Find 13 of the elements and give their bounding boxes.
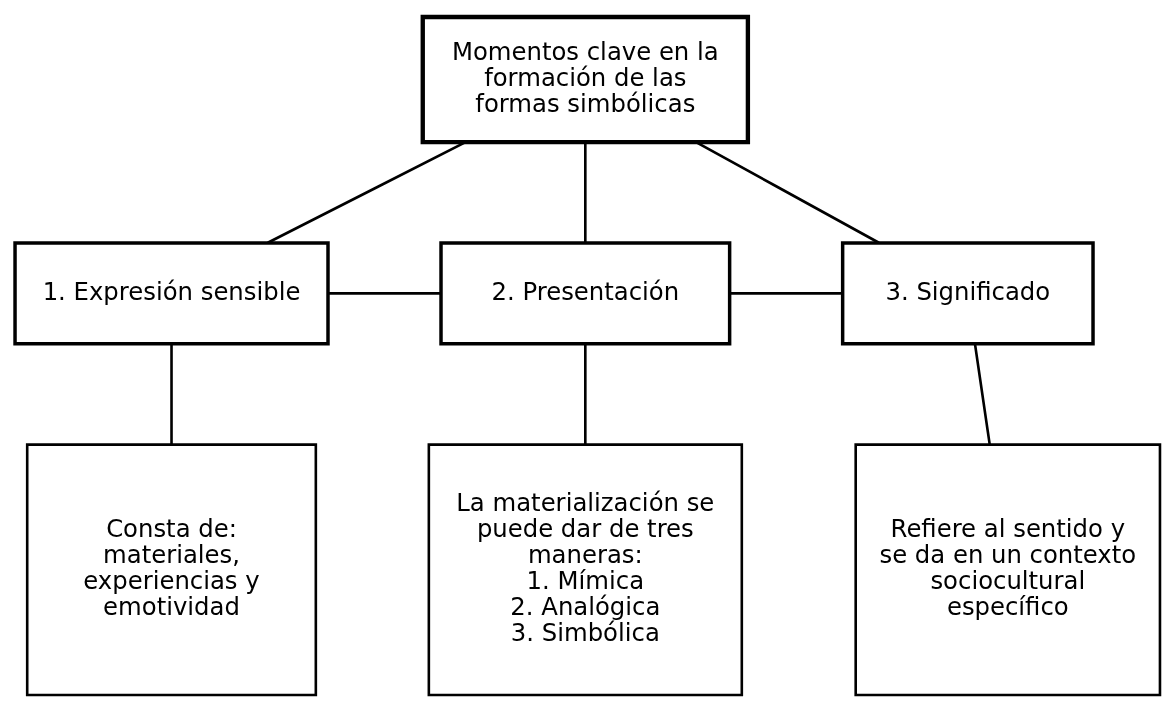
- node-box: La materialización se puede dar de tres maneras: 1. Mímica 2. Analógica 3. Simbólica: [427, 442, 744, 696]
- connector: [730, 291, 843, 295]
- connector: [584, 142, 587, 243]
- connector: [170, 343, 173, 444]
- node-box: 2. Presentación: [439, 240, 732, 346]
- connector: [584, 343, 587, 444]
- node-box: 3. Significado: [840, 240, 1095, 346]
- node-box: Consta de: materiales, experiencias y emotividad: [25, 442, 318, 696]
- node-box: Momentos clave en la formación de las formas simbólicas: [420, 14, 751, 144]
- node-box: Refiere al sentido y se da en un contexto sociocultural específico: [854, 442, 1162, 696]
- connector: [328, 291, 441, 295]
- connector: [973, 343, 991, 444]
- node-box: 1. Expresión sensible: [13, 240, 330, 346]
